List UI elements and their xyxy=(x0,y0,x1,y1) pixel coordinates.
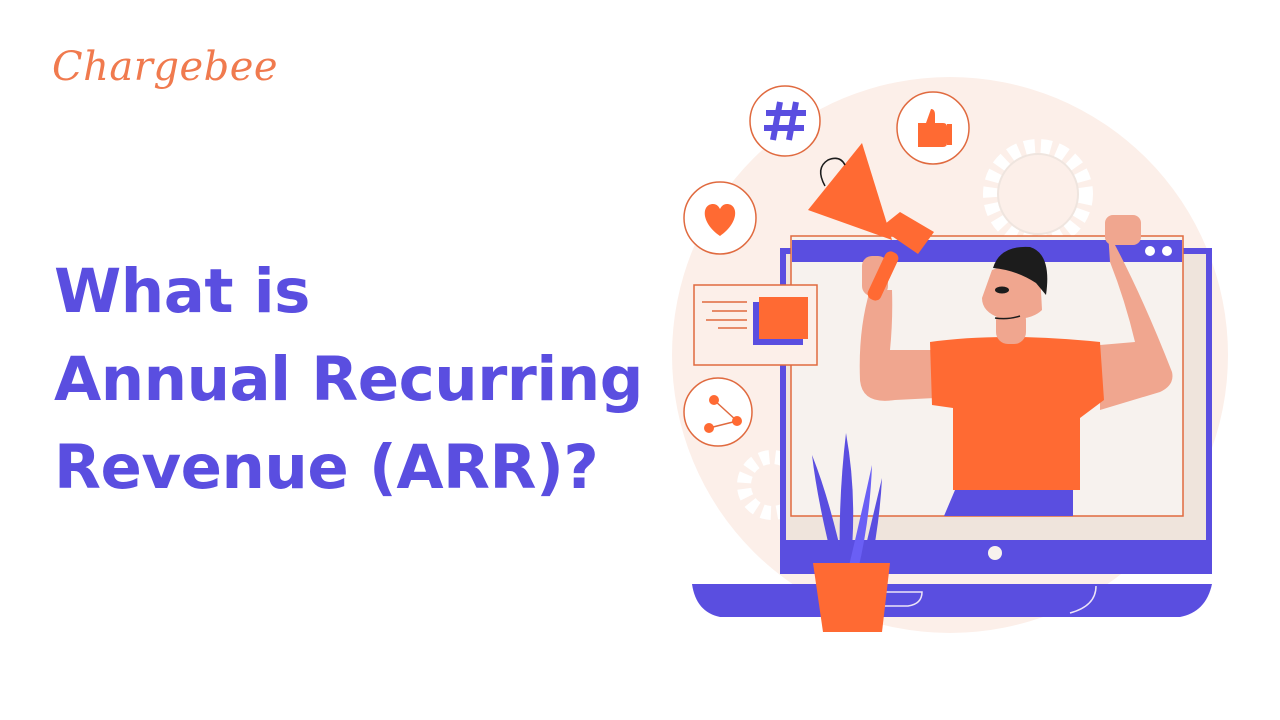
message-card-icon xyxy=(693,284,818,366)
camera-dot xyxy=(988,546,1002,560)
page-title: What is Annual Recurring Revenue (ARR)? xyxy=(54,248,643,512)
megaphone-icon xyxy=(808,143,934,301)
person-figure xyxy=(859,215,1173,516)
hashtag-icon xyxy=(749,85,821,157)
share-icon xyxy=(683,377,753,447)
title-line-3: Revenue (ARR)? xyxy=(54,432,599,503)
thumbs-up-icon xyxy=(896,91,970,165)
title-line-2: Annual Recurring xyxy=(54,344,643,415)
title-line-1: What is xyxy=(54,256,310,327)
chargebee-logo: Chargebee xyxy=(52,44,279,90)
plant-icon xyxy=(812,433,890,632)
heart-icon xyxy=(683,181,757,255)
laptop-base xyxy=(692,584,1212,617)
